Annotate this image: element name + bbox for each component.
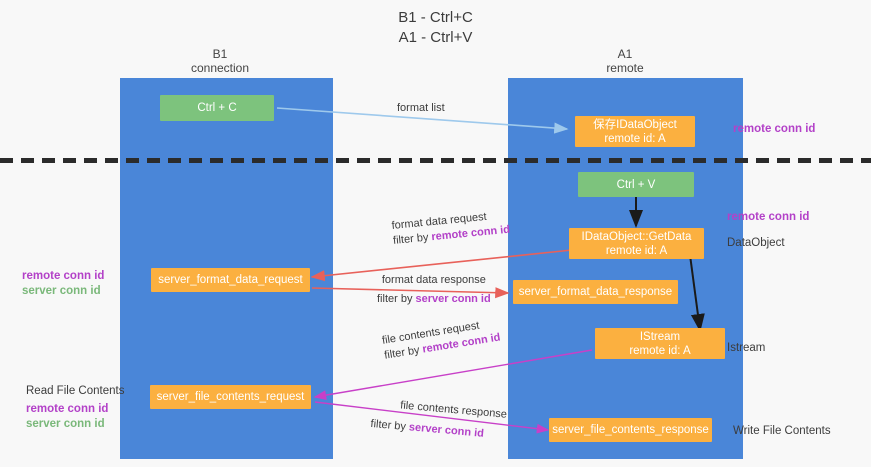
node-idataobject-getdata[interactable]: IDataObject::GetData remote id: A [569, 228, 704, 259]
edge-label-format-list: format list [397, 101, 445, 116]
left-label-remote-conn-id: remote conn id [22, 270, 105, 282]
right-label-istream: Istream [727, 341, 765, 356]
node-ctrl-c[interactable]: Ctrl + C [160, 95, 274, 121]
right-label-write-file-contents-text: Write File Contents [733, 425, 831, 437]
node-istream-sub: remote id: A [629, 344, 691, 357]
node-ctrl-c-label: Ctrl + C [197, 102, 237, 114]
filter-prefix: filter by [370, 417, 410, 434]
left-label-conn-ids: remote conn id server conn id [22, 269, 104, 299]
node-save-idataobject[interactable]: 保存IDataObject remote id: A [575, 116, 695, 147]
right-label-remote-conn-id-mid: remote conn id [727, 210, 809, 225]
page-title: B1 - Ctrl+C A1 - Ctrl+V [0, 8, 871, 48]
edge-label-format-data-request: format data request filter by remote con… [391, 208, 511, 249]
edge-label-format-data-response-line2: filter by server conn id [377, 292, 491, 307]
node-server-format-data-response-label: server_format_data_response [518, 286, 673, 298]
left-label-remote-conn-id-2: remote conn id [26, 403, 109, 415]
column-header-b1: B1 connection [160, 47, 280, 75]
node-istream[interactable]: IStream remote id: A [595, 328, 725, 359]
node-ctrl-v[interactable]: Ctrl + V [578, 172, 694, 197]
title-line-2: A1 - Ctrl+V [398, 29, 473, 46]
edge-label-format-list-text: format list [397, 102, 445, 114]
left-label-read-file-contents-text: Read File Contents [26, 385, 125, 397]
node-server-format-data-response[interactable]: server_format_data_response [513, 280, 678, 304]
node-server-file-contents-response-label: server_file_contents_response [552, 424, 709, 436]
column-header-a1-sub: remote [606, 61, 644, 75]
node-server-file-contents-request-label: server_file_contents_request [156, 391, 305, 403]
right-label-remote-conn-id-top-text: remote conn id [733, 123, 816, 135]
left-label-server-conn-id: server conn id [22, 285, 101, 297]
filter-key-server-conn-id: server conn id [415, 293, 491, 305]
title-line-1: B1 - Ctrl+C [398, 9, 473, 26]
right-label-remote-conn-id-top: remote conn id [733, 122, 815, 137]
right-label-dataobject-text: DataObject [727, 237, 785, 249]
left-label-read-file-contents: Read File Contents [26, 384, 124, 399]
filter-key-server-conn-id: server conn id [408, 421, 485, 440]
node-istream-label: IStream [639, 330, 681, 343]
node-idataobject-getdata-label: IDataObject::GetData [581, 230, 692, 243]
filter-prefix: filter by [377, 293, 416, 305]
node-ctrl-v-label: Ctrl + V [616, 178, 656, 191]
right-label-dataobject: DataObject [727, 236, 785, 251]
right-label-istream-text: Istream [727, 342, 766, 354]
node-server-format-data-request[interactable]: server_format_data_request [151, 268, 310, 292]
right-label-remote-conn-id-mid-text: remote conn id [727, 211, 810, 223]
filter-prefix: filter by [392, 231, 433, 247]
edge-label-file-contents-response-line1: file contents response [399, 399, 508, 421]
edge-label-file-contents-response: file contents response filter by server … [370, 396, 508, 444]
edge-label-file-contents-request: file contents request filter by remote c… [381, 316, 502, 364]
column-header-a1: A1 remote [565, 47, 685, 75]
node-save-idataobject-label: 保存IDataObject [593, 118, 677, 131]
left-label-conn-ids-2: remote conn id server conn id [26, 402, 108, 432]
node-server-format-data-request-label: server_format_data_request [158, 274, 303, 286]
column-header-b1-name: B1 [212, 47, 228, 61]
node-save-idataobject-sub: remote id: A [604, 132, 666, 145]
node-idataobject-getdata-sub: remote id: A [605, 244, 668, 257]
column-header-b1-sub: connection [190, 61, 250, 75]
node-server-file-contents-response[interactable]: server_file_contents_response [549, 418, 712, 442]
right-label-write-file-contents: Write File Contents [733, 424, 831, 439]
column-header-a1-name: A1 [617, 47, 633, 61]
node-server-file-contents-request[interactable]: server_file_contents_request [150, 385, 311, 409]
edge-label-format-data-response-line1: format data response [381, 274, 486, 286]
phase-divider [0, 158, 871, 163]
left-label-server-conn-id-2: server conn id [26, 418, 105, 430]
edge-label-format-data-response: format data response filter by server co… [377, 273, 491, 307]
